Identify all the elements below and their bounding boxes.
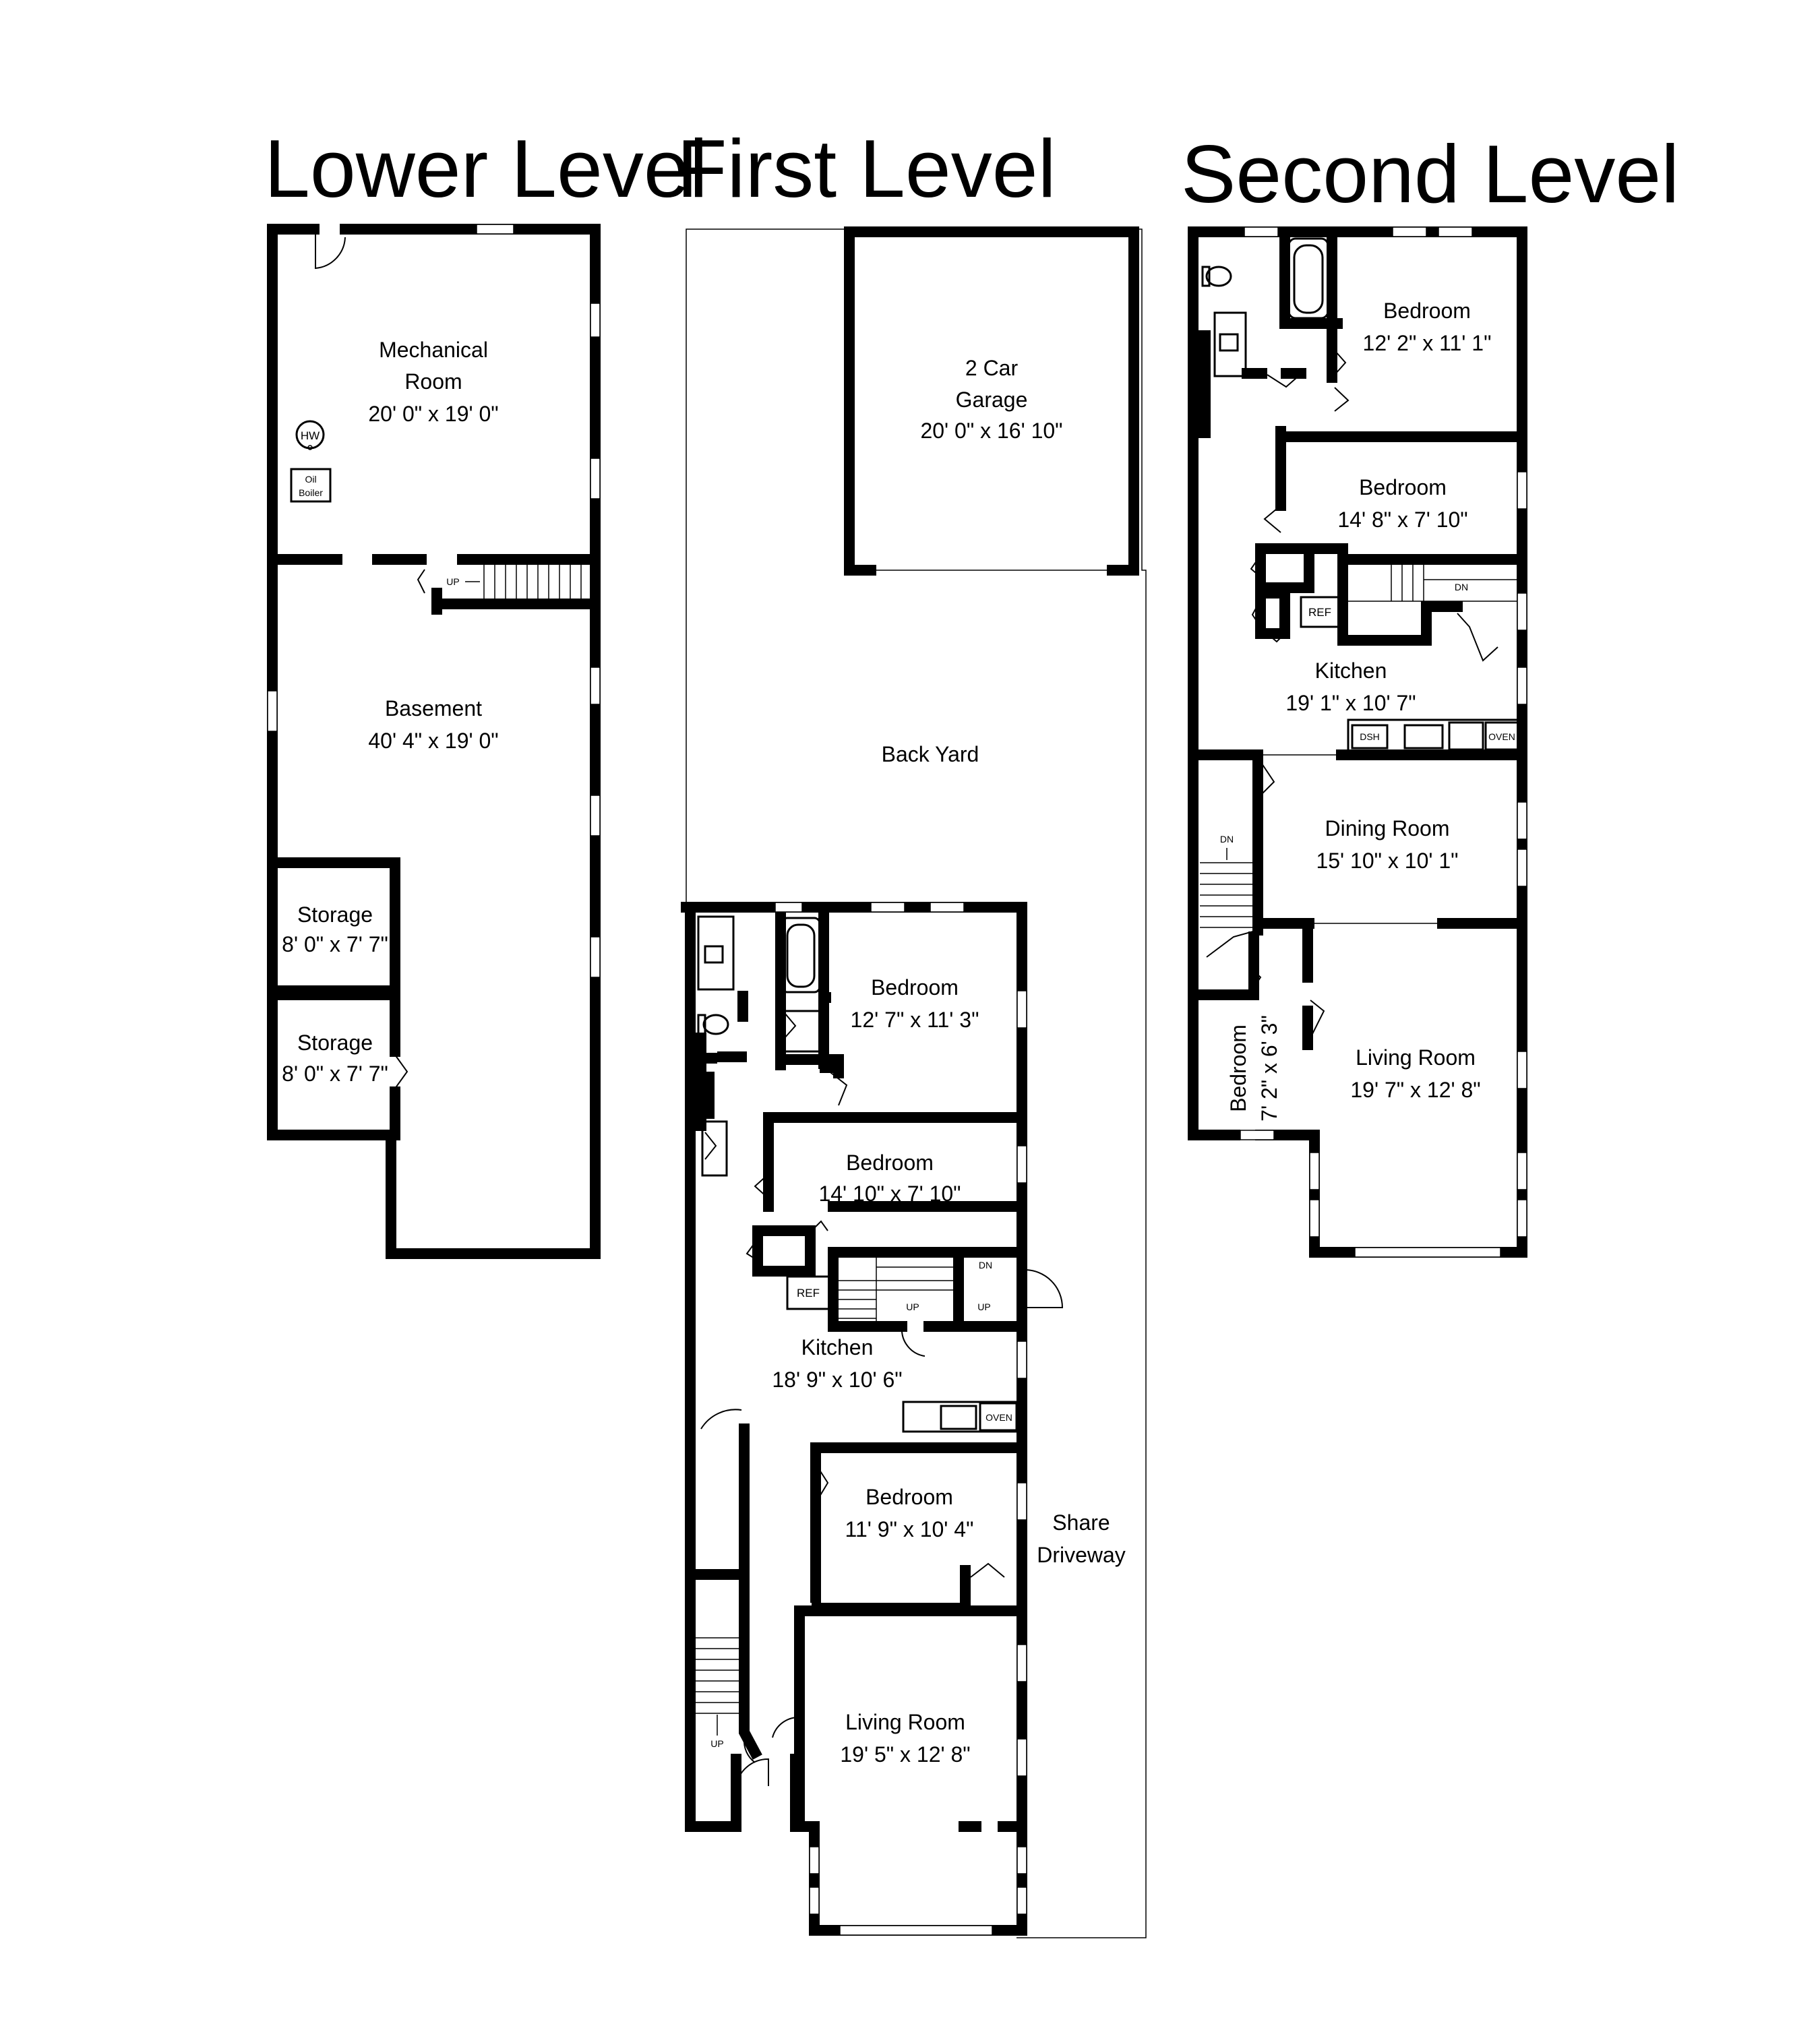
driveway-name-2: Driveway xyxy=(1037,1543,1126,1567)
second-lower-stair-dn-label: DN xyxy=(1220,834,1234,845)
first-stair-dn-label: DN xyxy=(979,1260,992,1270)
lower-stair-up-label: UP xyxy=(446,576,459,587)
second-oven-label: OVEN xyxy=(1488,731,1515,742)
mechanical-room-dims: 20' 0" x 19' 0" xyxy=(368,402,498,426)
lower-level-title: Lower Level xyxy=(264,123,708,214)
first-kitchen-name: Kitchen xyxy=(801,1335,874,1359)
first-oven-label: OVEN xyxy=(985,1412,1012,1423)
garage-name-2: Garage xyxy=(956,388,1028,412)
mechanical-room-name-1: Mechanical xyxy=(379,338,488,362)
basement-dims: 40' 4" x 19' 0" xyxy=(368,729,498,753)
second-dsh-label: DSH xyxy=(1360,731,1380,742)
second-kitchen-dims: 19' 1" x 10' 7" xyxy=(1285,691,1416,715)
first-bedroom-2-dims: 14' 10" x 7' 10" xyxy=(818,1182,961,1206)
first-kitchen-dims: 18' 9" x 10' 6" xyxy=(772,1368,902,1392)
first-bedroom-1-dims: 12' 7" x 11' 3" xyxy=(851,1008,979,1032)
first-bedroom-1-name: Bedroom xyxy=(871,975,959,1000)
lower-level-plan: HW Oil Boiler UP Mechanical Room 20' 0" … xyxy=(267,224,601,1259)
storage-1-name: Storage xyxy=(297,902,373,927)
second-dining-dims: 15' 10" x 10' 1" xyxy=(1316,849,1458,873)
garage-dims: 20' 0" x 16' 10" xyxy=(920,419,1062,443)
second-ref-label: REF xyxy=(1308,606,1331,619)
second-dining-name: Dining Room xyxy=(1325,816,1450,840)
lower-outer-wall xyxy=(267,224,601,1259)
first-stair-up-label-2: UP xyxy=(977,1301,990,1312)
basement-name: Basement xyxy=(385,696,482,721)
first-house-outer-wall xyxy=(681,902,1027,1832)
first-bedroom-3-dims: 11' 9" x 10' 4" xyxy=(845,1517,974,1541)
lot-boundary xyxy=(686,228,1147,1938)
second-bedroom-3-dims: 7' 2" x 6' 3" xyxy=(1257,1015,1281,1122)
boiler-label-2: Boiler xyxy=(299,487,323,498)
second-kitchen-name: Kitchen xyxy=(1315,658,1387,683)
second-living-dims: 19' 7" x 12' 8" xyxy=(1350,1078,1480,1102)
boiler-label-1: Oil xyxy=(305,474,316,485)
first-level-plan: REF DN UP UP OVEN xyxy=(681,226,1147,1938)
first-stair-up-label-1: UP xyxy=(906,1301,919,1312)
water-heater-label: HW xyxy=(301,429,320,442)
storage-2-dims: 8' 0" x 7' 7" xyxy=(282,1062,388,1086)
second-bedroom-1-dims: 12' 2" x 11' 1" xyxy=(1363,331,1492,355)
first-level-title: First Level xyxy=(677,123,1056,214)
driveway-name-1: Share xyxy=(1052,1510,1110,1535)
first-living-name: Living Room xyxy=(845,1710,965,1734)
second-stair-dn-label: DN xyxy=(1455,582,1468,592)
first-lower-stair-up-label: UP xyxy=(710,1738,723,1749)
second-living-name: Living Room xyxy=(1356,1045,1476,1070)
first-bedroom-3-name: Bedroom xyxy=(866,1485,953,1509)
second-level-plan: REF DN DSH OVEN xyxy=(1188,226,1527,1258)
garage-walls xyxy=(844,226,1139,576)
garage-name-1: 2 Car xyxy=(965,356,1019,380)
storage-2-name: Storage xyxy=(297,1031,373,1055)
second-bedroom-3-name: Bedroom xyxy=(1226,1024,1250,1112)
second-bedroom-1-name: Bedroom xyxy=(1383,299,1471,323)
storage-1-dims: 8' 0" x 7' 7" xyxy=(282,932,388,956)
first-bedroom-2-name: Bedroom xyxy=(846,1151,934,1175)
second-bedroom-2-name: Bedroom xyxy=(1359,475,1447,499)
second-bedroom-2-dims: 14' 8" x 7' 10" xyxy=(1337,508,1467,532)
first-living-dims: 19' 5" x 12' 8" xyxy=(840,1742,970,1767)
backyard-name: Back Yard xyxy=(882,742,979,766)
first-ref-label: REF xyxy=(797,1287,820,1299)
mechanical-room-name-2: Room xyxy=(404,369,462,394)
second-level-title: Second Level xyxy=(1181,128,1679,220)
